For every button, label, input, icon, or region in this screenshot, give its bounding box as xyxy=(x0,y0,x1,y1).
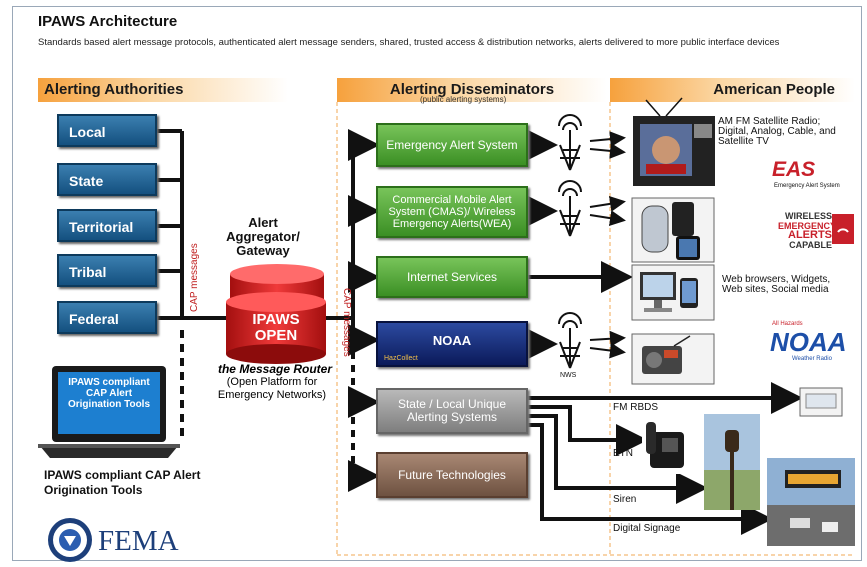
weather-radio-icon xyxy=(631,333,715,385)
fema-wordmark: FEMA xyxy=(98,525,179,557)
noaa-label: NOAA xyxy=(432,333,472,348)
noaa-logo-top: All Hazards xyxy=(772,321,803,327)
authority-bus xyxy=(157,129,230,320)
message-router-desc: (Open Platform for Emergency Networks) xyxy=(217,376,327,401)
hazcollect-label: HazCollect xyxy=(384,355,418,362)
etn-label: ETN xyxy=(613,448,633,459)
future-dashed-bus xyxy=(348,352,380,492)
laptop-icon xyxy=(38,366,180,458)
cap-messages-label-2: CAP messages xyxy=(341,288,352,357)
diagram-title: IPAWS Architecture xyxy=(38,13,178,30)
header-disseminators-sub: (public alerting systems) xyxy=(420,95,507,104)
authority-local: Local xyxy=(57,114,157,147)
disseminator-future: Future Technologies xyxy=(376,452,528,498)
noaa-logo-sub: Weather Radio xyxy=(792,356,832,362)
siren-icon xyxy=(704,414,760,510)
eas-logo-sub: Emergency Alert System xyxy=(774,183,840,189)
mobile-phones-icon xyxy=(631,197,715,263)
header-alerting-disseminators: Alerting Disseminators xyxy=(337,78,607,102)
wea-logo-line-4: CAPABLE xyxy=(789,239,832,250)
authority-tribal: Tribal xyxy=(57,254,157,287)
fema-seal-icon xyxy=(48,518,92,562)
header-american-people: American People xyxy=(610,78,855,102)
noaa-logo: NOAA xyxy=(770,327,847,357)
message-router-name: the Message Router xyxy=(217,362,333,376)
laptop-caption: IPAWS compliant CAP Alert Origination To… xyxy=(44,468,201,497)
web-label: Web browsers, Widgets, Web sites, Social… xyxy=(722,274,831,295)
aggregator-title: Alert Aggregator/ Gateway xyxy=(226,215,300,258)
fm-rbds-device-icon xyxy=(799,387,843,417)
nws-label: NWS xyxy=(560,372,577,379)
digital-signage-icon xyxy=(767,458,855,546)
telephone-icon xyxy=(642,418,694,474)
cap-messages-label: CAP messages xyxy=(189,243,200,312)
header-alerting-authorities: Alerting Authorities xyxy=(38,78,288,102)
ipaws-open-cylinder xyxy=(226,264,326,364)
wea-logo-icon xyxy=(832,214,854,244)
diagram-frame xyxy=(12,6,862,561)
digital-signage-label: Digital Signage xyxy=(613,523,681,534)
disseminator-eas: Emergency Alert System xyxy=(376,123,528,167)
eas-logo: EAS xyxy=(772,158,816,181)
tv-icon xyxy=(633,97,715,186)
output-arrows xyxy=(526,129,803,535)
tv-radio-label: AM FM Satellite Radio; Digital, Analog, … xyxy=(718,116,836,147)
wea-logo-line-1: WIRELESS xyxy=(784,211,832,221)
fm-rbds-label: FM RBDS xyxy=(613,402,658,413)
ipaws-open-label: IPAWS OPEN xyxy=(252,311,300,344)
disseminator-state-local: State / Local Unique Alerting Systems xyxy=(376,388,528,434)
laptop-screen-text: IPAWS compliant CAP Alert Origination To… xyxy=(67,377,151,410)
distribution-bus xyxy=(326,129,380,356)
wea-logo-text: WIRELESS EMERGENCY ALERTS CAPABLE xyxy=(778,211,837,250)
siren-label: Siren xyxy=(613,494,637,505)
authority-territorial: Territorial xyxy=(57,209,157,242)
transmit-arrows xyxy=(589,131,626,359)
disseminator-noaa: NOAA HazCollect xyxy=(376,321,528,367)
column-dividers xyxy=(336,102,855,556)
authority-state: State xyxy=(57,163,157,196)
diagram-subtitle: Standards based alert message protocols,… xyxy=(38,37,780,48)
authority-federal: Federal xyxy=(57,301,157,334)
wea-logo-line-3: ALERTS xyxy=(788,229,832,241)
tower-icon xyxy=(558,114,582,369)
disseminator-cmas: Commercial Mobile Alert System (CMAS)/ W… xyxy=(376,186,528,238)
wea-logo-line-2: EMERGENCY xyxy=(778,220,837,231)
disseminator-internet: Internet Services xyxy=(376,256,528,298)
computer-icon xyxy=(631,264,715,321)
